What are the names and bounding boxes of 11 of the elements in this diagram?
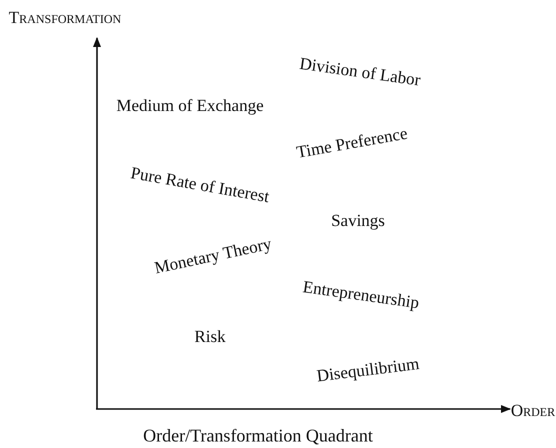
concept-label: Disequilibrium xyxy=(316,354,420,386)
concept-label: Medium of Exchange xyxy=(116,96,264,116)
concept-label: Pure Rate of Interest xyxy=(129,163,271,207)
axis-label: Order xyxy=(510,401,556,421)
concept-label: Savings xyxy=(331,211,385,231)
concept-label: Risk xyxy=(194,327,226,347)
concept-label: Division of Labor xyxy=(298,54,422,90)
concept-label: Time Preference xyxy=(295,124,409,162)
axis-label: Transformation xyxy=(8,8,122,28)
caption: Order/Transformation Quadrant xyxy=(143,426,373,446)
concept-label: Monetary Theory xyxy=(152,234,274,278)
